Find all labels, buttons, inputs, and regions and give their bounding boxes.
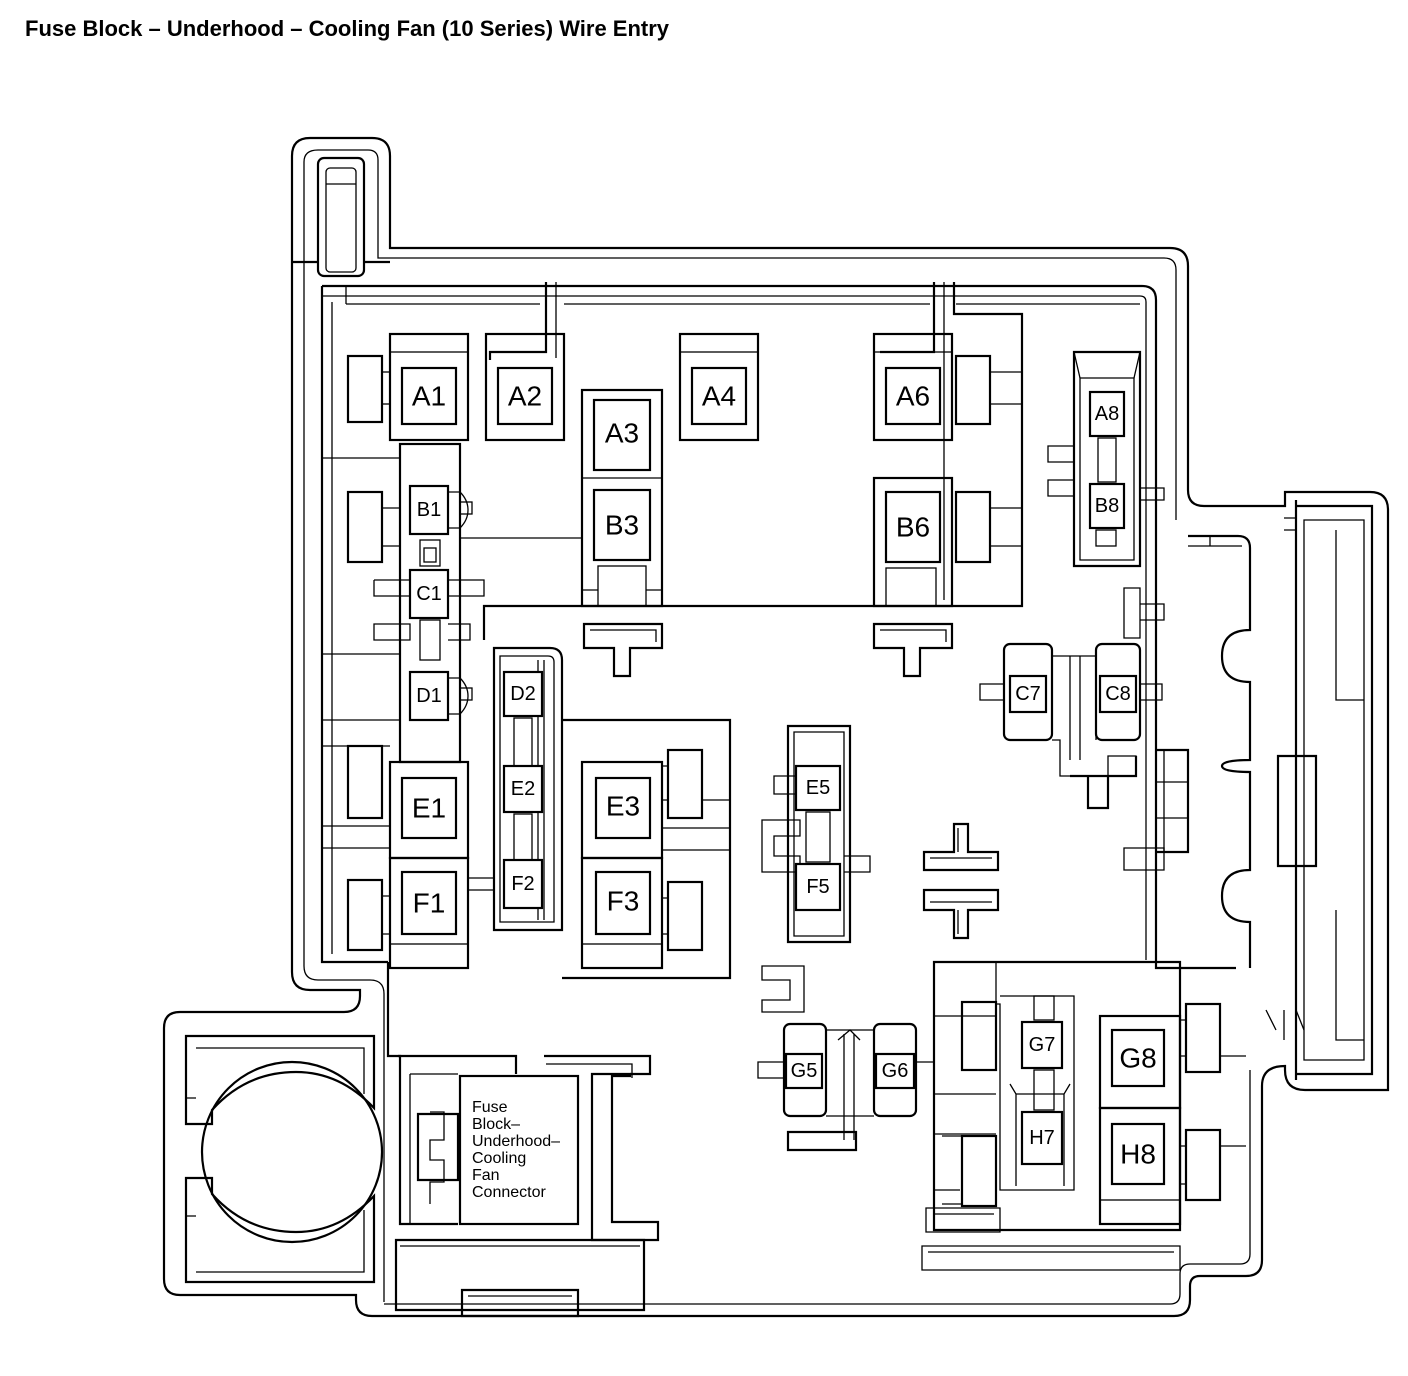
cross-clip — [922, 822, 1000, 872]
cavity-a4: A4 — [678, 332, 760, 442]
connector-label-line: Fuse — [472, 1099, 508, 1116]
cavity-e2: E2 — [502, 764, 544, 814]
cavity-f3: F3 — [580, 856, 664, 970]
label-a6: A6 — [896, 381, 930, 412]
cavity-g7: G7 — [1020, 1020, 1064, 1070]
label-a3: A3 — [605, 418, 639, 449]
fuse-block-connector: Fuse Block– Underhood– Cooling Fan Conne… — [458, 1074, 580, 1226]
cavity-d2: D2 — [502, 670, 544, 718]
cavity-a1: A1 — [388, 332, 470, 442]
label-g6: G6 — [882, 1060, 909, 1082]
label-h8: H8 — [1120, 1139, 1156, 1170]
cavity-e5: E5 — [794, 764, 842, 812]
cavity-h8: H8 — [1098, 1106, 1182, 1226]
label-b6: B6 — [896, 512, 930, 543]
label-a2: A2 — [508, 381, 542, 412]
inner-frame — [320, 284, 1236, 970]
g-h-block — [932, 960, 1182, 1232]
label-c1: C1 — [416, 583, 442, 605]
cavity-b6: B6 — [872, 476, 954, 608]
label-e5: E5 — [806, 777, 830, 799]
label-a1: A1 — [412, 381, 446, 412]
cavity-e5-f5-housing — [786, 724, 852, 944]
cavity-c1: C1 — [408, 568, 450, 620]
label-c7: C7 — [1015, 683, 1041, 705]
top-latch — [316, 156, 366, 278]
label-d2: D2 — [510, 683, 536, 705]
label-e2: E2 — [511, 778, 535, 800]
cavity-a3: A3 — [580, 388, 664, 608]
cavity-b1: B1 — [408, 484, 450, 536]
label-g8: G8 — [1119, 1043, 1156, 1074]
label-b1: B1 — [417, 499, 441, 521]
label-f1: F1 — [413, 888, 446, 919]
cable-clamp — [184, 1034, 384, 1284]
label-g5: G5 — [791, 1060, 818, 1082]
label-f5: F5 — [806, 876, 829, 898]
housing-inner-outline — [303, 149, 1251, 1305]
cavity-g8: G8 — [1098, 1014, 1182, 1110]
cavity-d1: D1 — [408, 670, 450, 722]
connector-label-line: Fan — [472, 1167, 500, 1184]
label-h7: H7 — [1029, 1127, 1055, 1149]
cavity-c8: C8 — [1098, 674, 1138, 714]
cavity-g5: G5 — [784, 1052, 824, 1090]
diagram-title: Fuse Block – Underhood – Cooling Fan (10… — [25, 16, 670, 41]
label-b8: B8 — [1095, 495, 1119, 517]
cavity-a2: A2 — [484, 332, 566, 442]
cavity-a8-b8-housing — [1072, 350, 1142, 568]
cavity-g6: G6 — [874, 1052, 916, 1090]
terminal-clip — [872, 622, 954, 678]
label-a8: A8 — [1095, 403, 1119, 425]
cross-clip — [922, 888, 1000, 940]
cavity-e3: E3 — [580, 760, 664, 860]
label-a4: A4 — [702, 381, 736, 412]
terminal-clip — [582, 622, 664, 678]
label-f3: F3 — [607, 886, 640, 917]
cavity-h7: H7 — [1020, 1110, 1064, 1166]
label-c8: C8 — [1105, 683, 1131, 705]
cavity-e1: E1 — [388, 760, 470, 860]
cavity-c7: C7 — [1008, 674, 1048, 714]
housing-outline — [162, 136, 1390, 1318]
label-e3: E3 — [606, 791, 640, 822]
connector-label-line: Block– — [472, 1116, 520, 1133]
label-b3: B3 — [605, 510, 639, 541]
cavity-c7-c8-housing — [1002, 642, 1142, 810]
cavity-b8: B8 — [1088, 482, 1126, 530]
connector-label-line: Connector — [472, 1184, 546, 1201]
cavity-f1: F1 — [388, 856, 470, 970]
label-g7: G7 — [1029, 1034, 1056, 1056]
cavity-f5: F5 — [794, 862, 842, 912]
cavity-b3: B3 — [592, 488, 652, 562]
cavity-f2: F2 — [502, 858, 544, 910]
label-f2: F2 — [511, 873, 534, 895]
label-e1: E1 — [412, 793, 446, 824]
side-latch — [1188, 534, 1252, 968]
cavity-a6: A6 — [872, 332, 954, 442]
label-d1: D1 — [416, 685, 442, 707]
connector-label-line: Cooling — [472, 1150, 526, 1167]
connector-label-line: Underhood– — [472, 1133, 560, 1150]
cavity-a8: A8 — [1088, 390, 1126, 438]
